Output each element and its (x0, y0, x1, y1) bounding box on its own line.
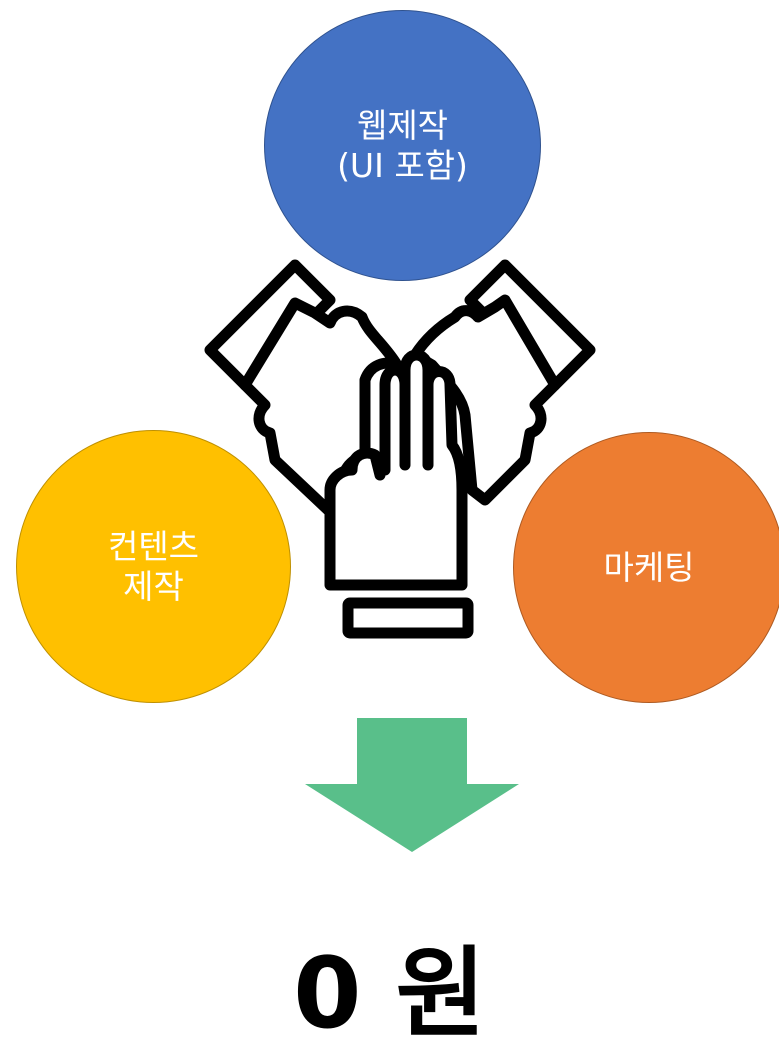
teamwork-hands-icon (204, 259, 596, 639)
marketing-label: 마케팅 (603, 547, 695, 587)
content-production-label: 컨텐츠 (107, 526, 200, 566)
content-production-sublabel: 제작 (123, 566, 184, 606)
down-arrow-icon (305, 718, 519, 852)
web-production-sublabel: (UI 포함) (337, 145, 468, 185)
left-cuff-shape (204, 259, 336, 391)
web-production-label: 웹제작 (356, 105, 449, 145)
right-cuff-shape (464, 259, 596, 391)
price-label: 0 원 (293, 937, 486, 1051)
web-production-circle: 웹제작 (UI 포함) (264, 10, 541, 281)
down-arrow-shape (305, 718, 519, 852)
content-production-circle: 컨텐츠 제작 (16, 430, 291, 703)
left-hand-shape (239, 297, 403, 516)
marketing-circle: 마케팅 (513, 432, 779, 703)
center-cuff-shape (342, 597, 474, 639)
